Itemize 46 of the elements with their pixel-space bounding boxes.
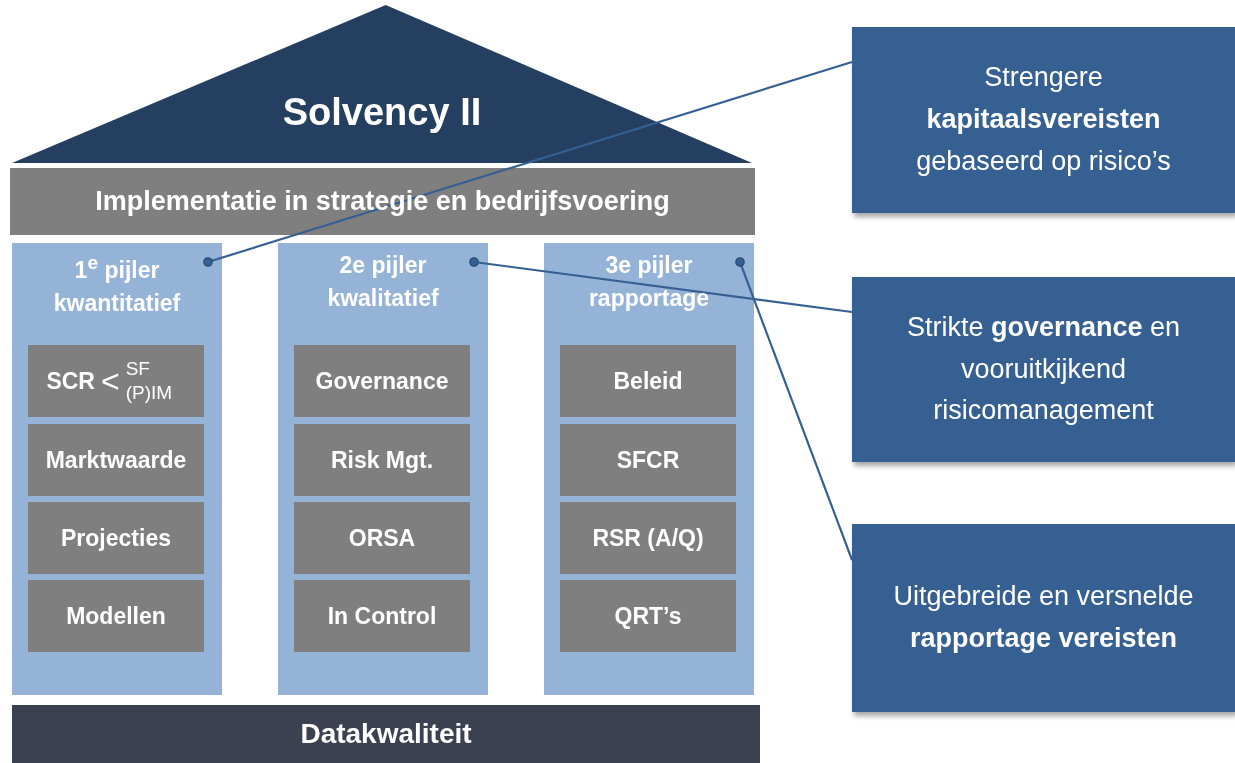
- pillar-item-box: [294, 424, 470, 496]
- callout-text: Strikte governance en vooruitkijkend risicomanagement: [905, 310, 1182, 428]
- callout-card: [852, 524, 1235, 712]
- pillar-heading: 2e pijler kwalitatief: [326, 251, 440, 314]
- item-label: Marktwaarde: [45, 446, 187, 474]
- leader-line: [203, 60, 853, 267]
- pillar-item-box: [28, 502, 204, 574]
- item-label: Modellen: [66, 602, 166, 630]
- pillar-item-box: [560, 345, 736, 417]
- pillar-item-box: [294, 580, 470, 652]
- item-label: Beleid: [613, 367, 683, 395]
- pillar-item-box: [28, 345, 204, 417]
- pillar-item-box: [294, 502, 470, 574]
- pillar-item-box: [560, 580, 736, 652]
- pillar-panel: [278, 243, 488, 695]
- item-label: In Control: [327, 602, 437, 630]
- callout-text: Strengere kapitaalsvereisten gebaseerd op risico’s: [915, 61, 1172, 178]
- callout-card: [852, 277, 1235, 462]
- pillar-item-box: [28, 424, 204, 496]
- roof-triangle: [12, 5, 752, 163]
- item-label: ORSA: [348, 524, 416, 552]
- pillar-panel: [544, 243, 754, 695]
- item-label: Risk Mgt.: [330, 446, 434, 474]
- item-label: QRT’s: [614, 602, 682, 630]
- callout-text: Uitgebreide en versnelde rapportage vereisten: [892, 580, 1195, 655]
- foundation-text: Datakwaliteit: [300, 718, 472, 750]
- item-label: SCR: [46, 367, 95, 395]
- leader-line: [469, 257, 853, 314]
- pillar-heading: 1$^{e}$ pijler kwantitatief: [52, 251, 182, 318]
- item-label: RSR (A/Q): [592, 524, 704, 552]
- less-than-sign: <: [100, 362, 120, 400]
- pillar-item-box: [28, 580, 204, 652]
- foundation-bar: [12, 705, 760, 763]
- strategy-band: [10, 168, 755, 235]
- callout-card: [852, 27, 1235, 213]
- pillar-panel: [12, 243, 222, 695]
- item-label: Governance: [315, 367, 449, 395]
- pillar-item-box: [294, 345, 470, 417]
- item-label: Projecties: [61, 524, 171, 552]
- pillar-heading: 3e pijler rapportage: [587, 251, 711, 314]
- pillar-item-box: [560, 502, 736, 574]
- pillar-item-box: [560, 424, 736, 496]
- ratio-terms: SF (P)IM: [125, 357, 174, 405]
- roof-title: Solvency II: [282, 90, 482, 134]
- item-label: SFCR: [616, 446, 680, 474]
- leader-line: [735, 257, 854, 561]
